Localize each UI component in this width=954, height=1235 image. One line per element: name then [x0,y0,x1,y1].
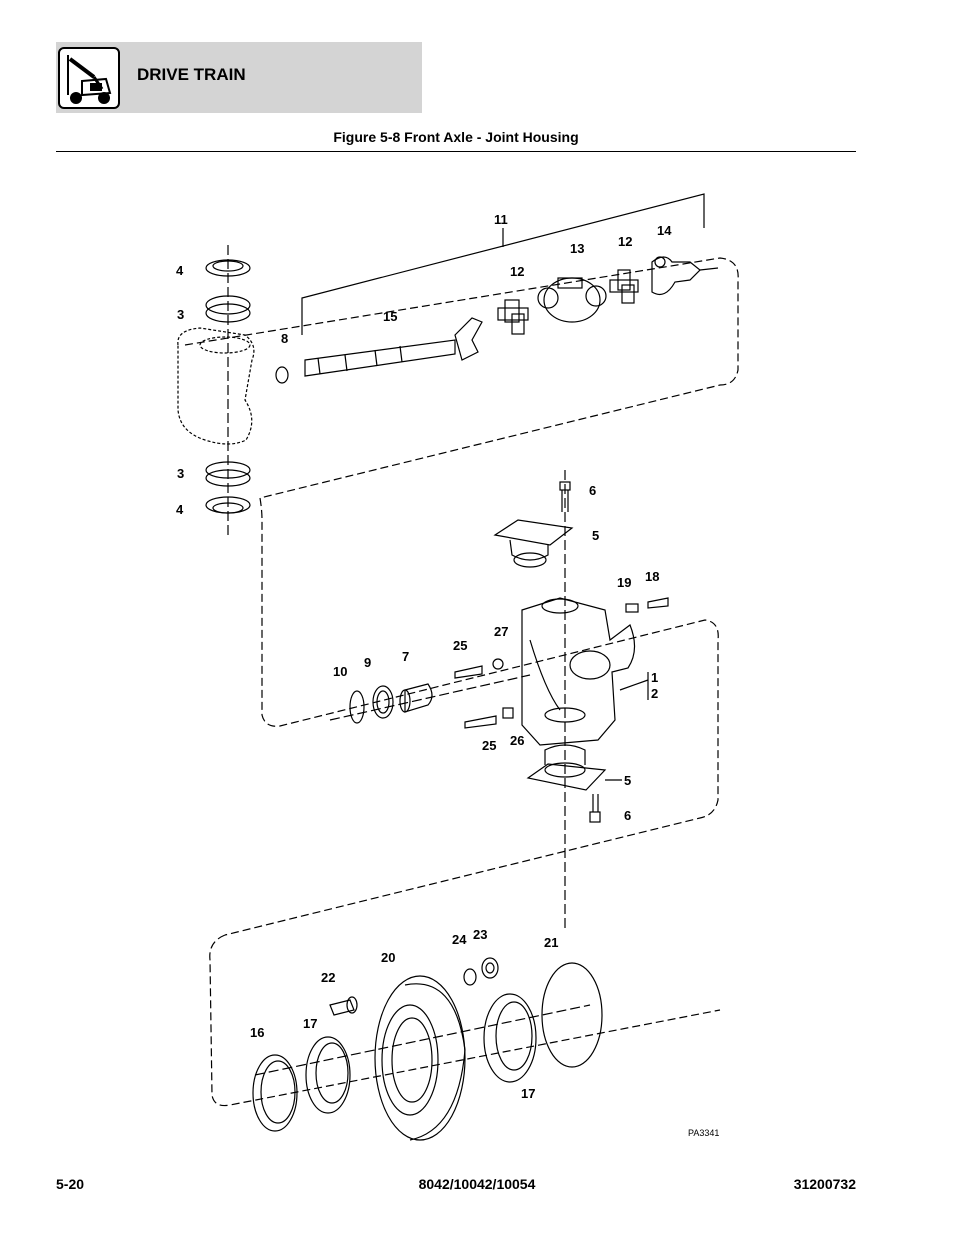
shaft-group-outline [184,257,739,499]
section-title: DRIVE TRAIN [137,65,246,84]
callout-18: 18 [645,569,659,584]
callout-25: 25 [482,738,496,753]
callout-16: 16 [250,1025,264,1040]
document-number: 31200732 [793,1176,856,1192]
callout-14: 14 [657,223,672,238]
model-numbers: 8042/10042/10054 [418,1176,536,1192]
telehandler-icon [58,47,120,109]
callout-19: 19 [617,575,631,590]
callout-3: 3 [177,307,184,322]
callout-20: 20 [381,950,395,965]
callout-6: 6 [624,808,631,823]
callout-10: 10 [333,664,347,679]
callout-11: 11 [494,212,508,227]
page-number: 5-20 [56,1176,85,1192]
callout-26: 26 [510,733,524,748]
callout-4: 4 [176,263,184,278]
callout-8: 8 [281,331,288,346]
callout-25: 25 [453,638,467,653]
callout-21: 21 [544,935,558,950]
callout-17: 17 [303,1016,317,1031]
figure-code: PA3341 [688,1128,719,1138]
callout-13: 13 [570,241,584,256]
callout-27: 27 [494,624,508,639]
callout-7: 7 [402,649,409,664]
callout-5: 5 [592,528,599,543]
callout-4: 4 [176,502,184,517]
callout-17: 17 [521,1086,535,1101]
header-rule [56,151,856,152]
callout-12: 12 [510,264,524,279]
callout-22: 22 [321,970,335,985]
callout-3: 3 [177,466,184,481]
callout-5: 5 [624,773,631,788]
figure-title: Figure 5-8 Front Axle - Joint Housing [333,129,579,145]
callout-9: 9 [364,655,371,670]
housing-group-outline [224,497,719,936]
callout-6: 6 [589,483,596,498]
callout-15: 15 [383,309,397,324]
callout-23: 23 [473,927,487,942]
hub-group-outline [209,934,721,1107]
callout-1: 1 [651,670,658,685]
callout-12: 12 [618,234,632,249]
callout-24: 24 [452,932,467,947]
callout-2: 2 [651,686,658,701]
